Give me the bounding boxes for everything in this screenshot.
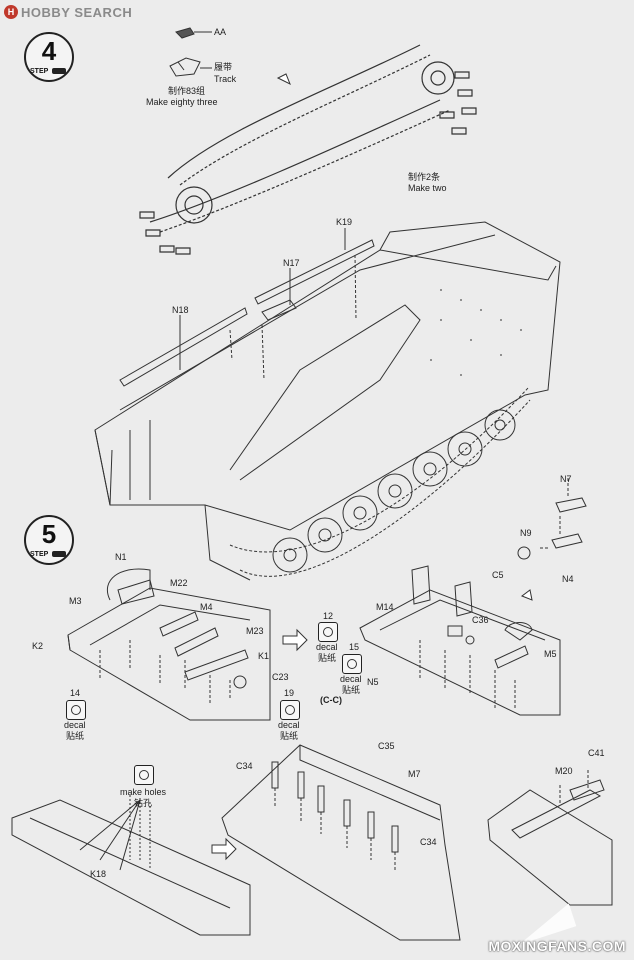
decal-label-en: decal	[340, 674, 362, 684]
step-5-word: STEP	[30, 551, 49, 558]
part-c35-label: C35	[378, 741, 395, 751]
decal-12-label: 12	[323, 611, 334, 621]
part-m14-label: M14	[376, 602, 394, 612]
decal-label-en: decal	[64, 720, 86, 730]
part-aa-label: AA	[214, 27, 227, 37]
part-m3-label: M3	[69, 596, 82, 606]
floor-subassembly-left	[67, 568, 271, 721]
make2-label-cn: 制作2条	[408, 172, 441, 182]
decal-label-en: decal	[278, 720, 300, 730]
step-5-badge: 5 STEP	[24, 515, 74, 565]
part-c41-label: C41	[588, 748, 605, 758]
decal-icon	[318, 622, 338, 642]
part-m20-label: M20	[555, 766, 573, 776]
decal-icon	[66, 700, 86, 720]
part-n7-label: N7	[560, 474, 572, 484]
floor-subassembly-right	[359, 478, 587, 716]
brand-logo-icon: H	[4, 5, 18, 19]
cc-note: (C-C)	[320, 695, 342, 705]
part-m5-label: M5	[544, 649, 557, 659]
track-label-en: Track	[214, 74, 237, 84]
part-m4-label: M4	[200, 602, 213, 612]
step-4-word: STEP	[30, 68, 49, 75]
part-n1-label: N1	[115, 552, 127, 562]
part-k2-label: K2	[32, 641, 44, 651]
decal-label-cn: 贴纸	[66, 731, 85, 741]
part-n9-label: N9	[520, 528, 532, 538]
decal-15-label: 15	[349, 642, 360, 652]
track-link-detail	[169, 27, 212, 77]
decal-19-label: 19	[284, 688, 295, 698]
part-n18-rail	[119, 307, 248, 387]
part-n18-label: N18	[172, 305, 189, 315]
part-m22-label: M22	[170, 578, 188, 588]
decal-label-en: decal	[316, 642, 338, 652]
part-n4-label: N4	[562, 574, 574, 584]
part-n17-bracket	[261, 299, 297, 321]
step-4-number: 4	[41, 36, 57, 66]
hull-drawing	[94, 221, 561, 581]
site-header: H HOBBY SEARCH	[4, 4, 132, 20]
holes-label-cn: 钻孔	[134, 798, 153, 808]
step-4-badge: 4 STEP	[24, 32, 74, 82]
decal-14-label: 14	[70, 688, 81, 698]
floor-plate-m7	[221, 744, 461, 941]
track-label-cn: 履带	[214, 62, 233, 72]
part-m7-label: M7	[408, 769, 421, 779]
part-k18-label: K18	[90, 869, 107, 879]
decal-label-cn: 贴纸	[318, 653, 337, 663]
make83-label-cn: 制作83组	[168, 86, 206, 96]
part-k1-label: K1	[258, 651, 270, 661]
part-n17-label: N17	[283, 258, 300, 268]
step-5-number: 5	[41, 519, 57, 549]
holes-label-en: make holes	[120, 787, 167, 797]
part-k19-label: K19	[336, 217, 353, 227]
make2-label-en: Make two	[408, 183, 447, 193]
drill-icon	[134, 765, 154, 785]
floor-plate-m20	[487, 770, 613, 906]
track-assembly	[139, 44, 477, 255]
floor-plate-k18	[11, 795, 251, 936]
decal-icon	[342, 654, 362, 674]
part-m23-label: M23	[246, 626, 264, 636]
part-c36-label: C36	[472, 615, 489, 625]
watermark: MOXINGFANS.COM	[488, 938, 626, 954]
tank-icon	[52, 551, 66, 557]
decal-label-cn: 贴纸	[342, 685, 361, 695]
decal-label-cn: 贴纸	[280, 731, 299, 741]
make83-label-en: Make eighty three	[146, 97, 218, 107]
part-c34-label: C34	[420, 837, 437, 847]
part-c23-label: C23	[272, 672, 289, 682]
part-n5-label: N5	[367, 677, 379, 687]
tank-icon	[52, 68, 66, 74]
part-c5-label: C5	[492, 570, 504, 580]
decal-icon	[280, 700, 300, 720]
part-c34-label: C34	[236, 761, 253, 771]
brand-name: HOBBY SEARCH	[21, 4, 133, 20]
part-k19-rail	[254, 239, 375, 305]
